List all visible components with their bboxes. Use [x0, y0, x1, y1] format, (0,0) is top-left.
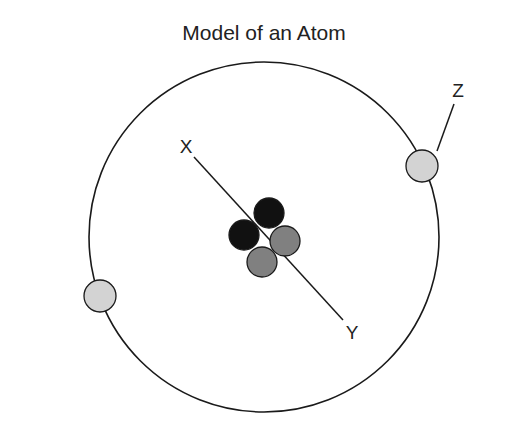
proton: [254, 198, 284, 228]
part-label: X: [180, 137, 193, 156]
electron: [406, 150, 438, 182]
neutron: [270, 226, 300, 256]
diagram-title: Model of an Atom: [182, 22, 345, 43]
electron: [84, 280, 116, 312]
proton: [229, 220, 259, 250]
part-label: Y: [346, 323, 359, 342]
leader-line: [437, 104, 454, 151]
electron-orbit: [89, 62, 439, 412]
part-label: Z: [452, 81, 464, 100]
neutron: [247, 247, 277, 277]
leader-line: [194, 157, 343, 320]
